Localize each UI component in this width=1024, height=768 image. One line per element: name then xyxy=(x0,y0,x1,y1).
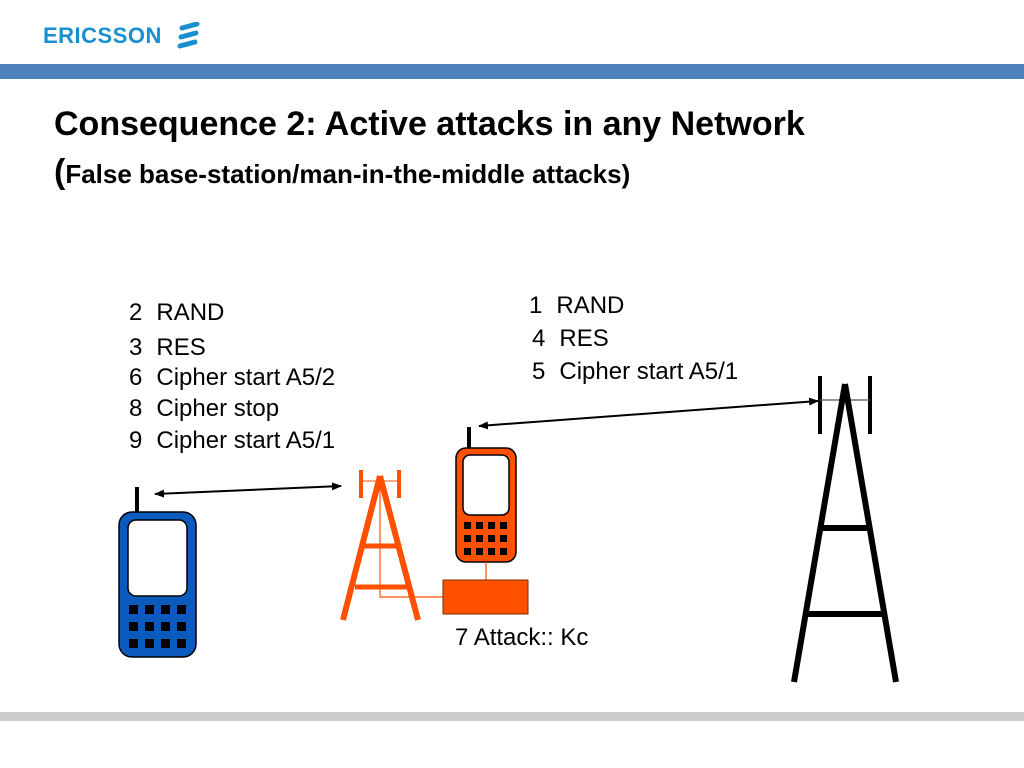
ericsson-logo-icon xyxy=(177,22,200,49)
victim-phone-keypad xyxy=(129,605,186,648)
subtitle-text: False base-station/man-in-the-middle att… xyxy=(65,159,622,189)
message-item: 8 Cipher stop xyxy=(129,395,279,423)
message-label: RES xyxy=(559,325,609,352)
victim-mobile-phone xyxy=(118,487,197,658)
message-label: Cipher start A5/1 xyxy=(156,427,336,454)
attacker-phone-keypad xyxy=(464,522,507,555)
slide-title: Consequence 2: Active attacks in any Net… xyxy=(54,105,805,143)
subtitle-open-paren: ( xyxy=(54,153,66,191)
message-number: 4 xyxy=(532,325,546,352)
genuine-base-station xyxy=(791,376,899,683)
subtitle-close-paren: ) xyxy=(621,159,631,189)
message-label: RES xyxy=(156,334,206,361)
brand-name: ERICSSON xyxy=(43,23,162,48)
message-label: RAND xyxy=(156,299,225,326)
message-label: Cipher start A5/2 xyxy=(156,364,336,391)
false-base-station xyxy=(340,470,443,621)
message-item: 9 Cipher start A5/1 xyxy=(129,427,335,455)
message-number: 3 xyxy=(129,334,143,361)
header-bar xyxy=(0,64,1024,79)
message-item: 1 RAND xyxy=(529,292,624,320)
attacker-processing-unit xyxy=(442,579,529,615)
message-item: 4 RES xyxy=(532,325,609,353)
message-number: 2 xyxy=(129,299,143,326)
message-item: 2 RAND xyxy=(129,299,224,327)
attacker-phone-screen xyxy=(462,454,510,516)
victim-phone-screen xyxy=(127,519,188,597)
message-number: 5 xyxy=(532,358,546,385)
message-number: 1 xyxy=(529,292,543,319)
message-item: 5 Cipher start A5/1 xyxy=(532,358,738,386)
ericsson-logo: ERICSSON xyxy=(43,22,202,50)
attacker-to-genuine-bts-arrow xyxy=(478,397,819,430)
victim-to-false-bts-arrow xyxy=(154,482,342,498)
message-number: 8 xyxy=(129,395,143,422)
message-number: 6 xyxy=(129,364,143,391)
attacker-mobile-phone xyxy=(455,427,517,580)
message-item: 3 RES xyxy=(129,334,206,362)
message-label: Cipher stop xyxy=(156,395,280,422)
slide-subtitle: (False base-station/man-in-the-middle at… xyxy=(54,152,630,199)
message-item: 6 Cipher start A5/2 xyxy=(129,364,335,392)
message-label: RAND xyxy=(556,292,625,319)
message-number: 9 xyxy=(129,427,143,454)
message-label: Cipher start A5/1 xyxy=(559,358,739,385)
footer-bar xyxy=(0,712,1024,721)
attack-label: 7 Attack:: Kc xyxy=(455,624,589,651)
